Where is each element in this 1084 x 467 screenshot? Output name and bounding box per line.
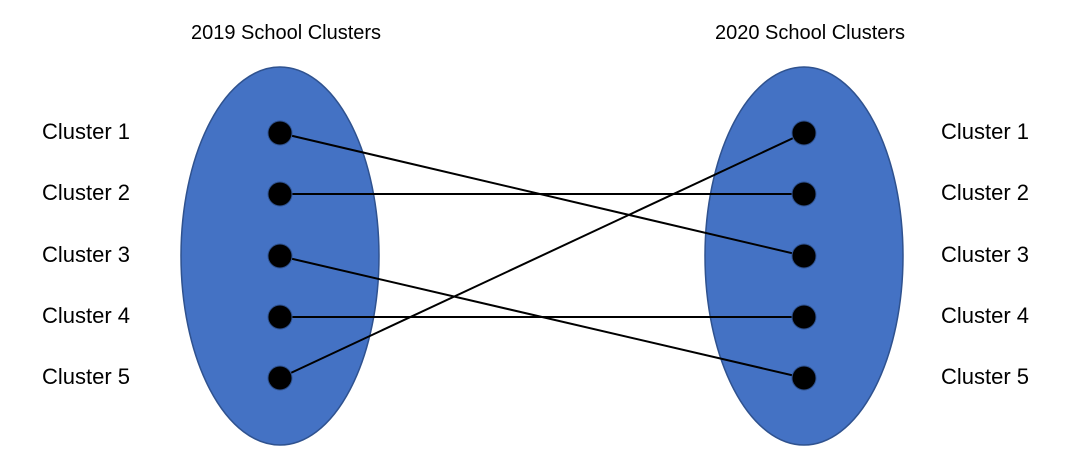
left-node-cluster-5 [267, 365, 293, 391]
left-label-cluster-2: Cluster 2 [42, 180, 131, 205]
right-label-cluster-5: Cluster 5 [941, 364, 1030, 389]
left-label-cluster-5: Cluster 5 [42, 364, 131, 389]
right-label-cluster-3: Cluster 3 [941, 242, 1030, 267]
left-label-cluster-4: Cluster 4 [42, 303, 131, 328]
title-2019: 2019 School Clusters [190, 22, 382, 44]
edge-cluster-5-to-cluster-1 [279, 132, 805, 379]
left-node-cluster-3 [267, 243, 293, 269]
left-node-cluster-2 [267, 181, 293, 207]
cluster-nodes [267, 120, 817, 391]
title-2020: 2020 School Clusters [714, 22, 906, 44]
right-node-cluster-1 [791, 120, 817, 146]
right-node-cluster-4 [791, 304, 817, 330]
left-label-cluster-1: Cluster 1 [42, 119, 131, 144]
left-node-cluster-4 [267, 304, 293, 330]
left-label-cluster-3: Cluster 3 [42, 242, 131, 267]
right-node-cluster-3 [791, 243, 817, 269]
left-node-cluster-1 [267, 120, 293, 146]
right-label-cluster-2: Cluster 2 [941, 180, 1030, 205]
mapping-edges [279, 132, 805, 379]
right-node-cluster-5 [791, 365, 817, 391]
right-label-cluster-4: Cluster 4 [941, 303, 1030, 328]
right-label-cluster-1: Cluster 1 [941, 119, 1030, 144]
right-node-cluster-2 [791, 181, 817, 207]
